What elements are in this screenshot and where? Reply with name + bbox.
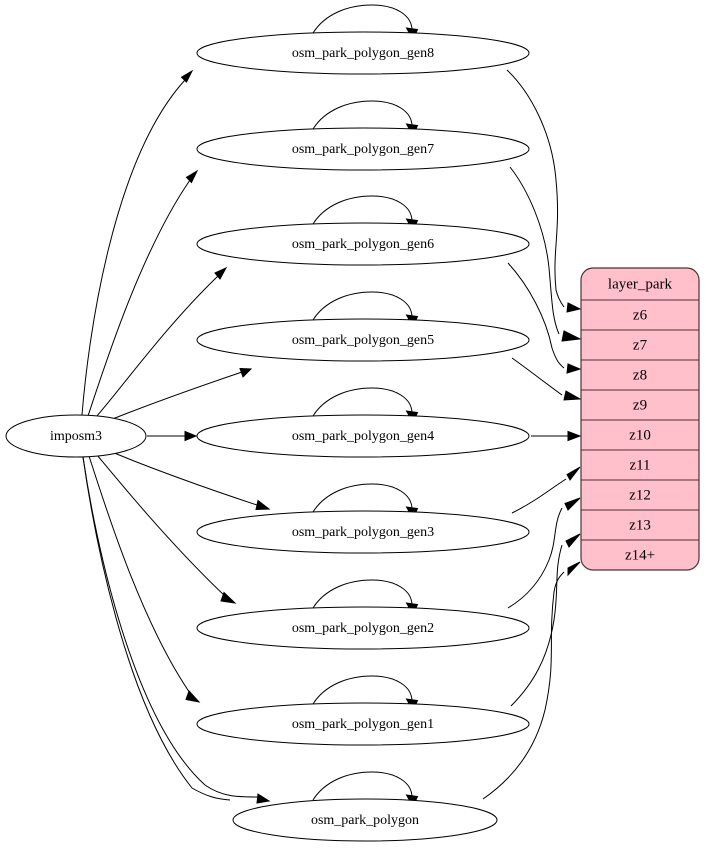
table-label-z12: z12 xyxy=(629,487,651,503)
node-label-gen4: osm_park_polygon_gen4 xyxy=(292,429,434,444)
selfloop-gen4 xyxy=(312,387,413,417)
arrowhead-gen2-z12 xyxy=(564,497,581,511)
node-ellipse-gen7[interactable] xyxy=(196,127,530,171)
arrowhead-imposm3-gen6 xyxy=(214,266,228,280)
table-border xyxy=(580,267,700,571)
node-label-gen2: osm_park_polygon_gen2 xyxy=(292,621,434,636)
node-gen7[interactable]: osm_park_polygon_gen7 xyxy=(196,127,530,171)
selfloop-gen6 xyxy=(312,195,413,225)
table-header-label: layer_park xyxy=(608,276,673,292)
node-label-osm-park-polygon: osm_park_polygon xyxy=(311,813,419,828)
table-label-z13: z13 xyxy=(629,517,651,533)
table-label-z8: z8 xyxy=(633,367,647,383)
node-label-gen6: osm_park_polygon_gen6 xyxy=(292,237,434,252)
node-label-gen5: osm_park_polygon_gen5 xyxy=(292,333,434,348)
node-ellipse-gen1[interactable] xyxy=(196,702,530,746)
node-label-gen8: osm_park_polygon_gen8 xyxy=(292,46,434,61)
table-label-z11: z11 xyxy=(629,457,650,473)
edge-imposm3-gen3 xyxy=(111,451,258,506)
arrowhead-imposm3-gen5 xyxy=(239,367,253,378)
node-gen4[interactable]: osm_park_polygon_gen4 xyxy=(196,414,530,458)
edge-gen3-z11 xyxy=(511,478,567,514)
arrowhead-gen7-z7 xyxy=(561,330,582,342)
arrowhead-gen8-z6 xyxy=(566,302,582,313)
edge-gen2-z12 xyxy=(507,507,563,609)
node-imposm3[interactable]: imposm3 xyxy=(5,414,147,458)
edge-gen5-z9 xyxy=(511,357,563,396)
arrowhead-imposm3-gen2 xyxy=(220,591,237,604)
table-row-z11[interactable] xyxy=(581,449,699,481)
table-label-z10: z10 xyxy=(629,427,651,443)
table-label-z7: z7 xyxy=(633,337,648,353)
table-row-z13[interactable] xyxy=(581,509,699,541)
node-gen5[interactable]: osm_park_polygon_gen5 xyxy=(196,318,530,362)
arrowhead-gen3-z11 xyxy=(566,466,581,481)
edge-imposm3-gen5 xyxy=(109,371,243,421)
node-ellipse-imposm3[interactable] xyxy=(5,414,147,458)
selfloop-polygon xyxy=(312,771,413,801)
edge-imposm3-gen6 xyxy=(95,275,219,418)
arrowhead-imposm3-gen4 xyxy=(184,430,198,442)
node-label-gen3: osm_park_polygon_gen3 xyxy=(292,525,434,540)
node-ellipse-gen3[interactable] xyxy=(196,510,530,554)
edge-gen8-z6 xyxy=(506,69,565,308)
node-label-imposm3: imposm3 xyxy=(50,429,102,444)
node-gen8[interactable]: osm_park_polygon_gen8 xyxy=(196,31,530,75)
table-row-z14plus[interactable] xyxy=(581,539,699,570)
node-ellipse-gen2[interactable] xyxy=(196,606,530,650)
arrowhead-gen1-z13 xyxy=(565,533,581,548)
node-ellipse-gen5[interactable] xyxy=(196,318,530,362)
node-gen3[interactable]: osm_park_polygon_gen3 xyxy=(196,510,530,554)
node-osm-park-polygon[interactable]: osm_park_polygon xyxy=(232,798,498,842)
self-loop-group xyxy=(312,4,419,808)
selfloop-gen3 xyxy=(312,483,413,513)
table-row-z7[interactable] xyxy=(581,329,699,361)
node-gen6[interactable]: osm_park_polygon_gen6 xyxy=(196,222,530,266)
edge-imposm3-gen7 xyxy=(87,179,191,417)
arrowhead-gen6-z8 xyxy=(566,363,582,374)
node-label-gen7: osm_park_polygon_gen7 xyxy=(292,142,434,157)
selfloop-gen7 xyxy=(312,100,413,130)
selfloop-gen1 xyxy=(312,675,413,705)
edge-imposm3-gen1 xyxy=(88,455,193,697)
node-label-gen1: osm_park_polygon_gen1 xyxy=(292,717,434,732)
edge-imposm3-gen2 xyxy=(96,454,227,598)
table-label-z14plus: z14+ xyxy=(625,547,655,563)
table-label-z9: z9 xyxy=(633,397,647,413)
edge-polygon-z14 xyxy=(482,571,565,800)
table-node-layer-park[interactable]: layer_park z6 z7 z8 z9 z10 z11 z12 z13 z… xyxy=(580,267,700,571)
edge-group-nodes-to-table xyxy=(482,69,582,800)
node-ellipse-gen8[interactable] xyxy=(196,31,530,75)
arrowhead-imposm3-gen7 xyxy=(185,169,199,184)
edge-gen6-z8 xyxy=(507,262,565,369)
arrowhead-imposm3-polygon xyxy=(256,793,271,804)
node-gen2[interactable]: osm_park_polygon_gen2 xyxy=(196,606,530,650)
node-gen1[interactable]: osm_park_polygon_gen1 xyxy=(196,702,530,746)
table-row-z10[interactable] xyxy=(581,419,699,451)
edge-gen1-z13 xyxy=(510,544,563,707)
arrowhead-imposm3-gen3 xyxy=(255,499,271,511)
edge-imposm3-gen8 xyxy=(81,79,186,416)
edge-gen7-z7 xyxy=(509,166,560,335)
arrowhead-gen4-z10 xyxy=(567,430,582,442)
edge-imposm3-polygon-tail xyxy=(82,456,259,798)
selfloop-gen8 xyxy=(312,4,413,34)
arrowhead-imposm3-gen8 xyxy=(180,69,194,83)
node-ellipse-gen4[interactable] xyxy=(196,414,530,458)
selfloop-gen2 xyxy=(312,579,413,609)
table-row-z8[interactable] xyxy=(581,359,699,391)
arrowhead-polygon-z14 xyxy=(567,561,581,577)
selfloop-gen5 xyxy=(312,291,413,321)
node-ellipse-gen6[interactable] xyxy=(196,222,530,266)
edge-group-imposm3-to-nodes xyxy=(81,69,271,804)
arrowhead-imposm3-gen1 xyxy=(185,690,201,703)
node-ellipse-osm-park-polygon[interactable] xyxy=(232,798,498,842)
table-label-z6: z6 xyxy=(633,307,648,323)
arrowhead-gen5-z9 xyxy=(563,390,582,401)
